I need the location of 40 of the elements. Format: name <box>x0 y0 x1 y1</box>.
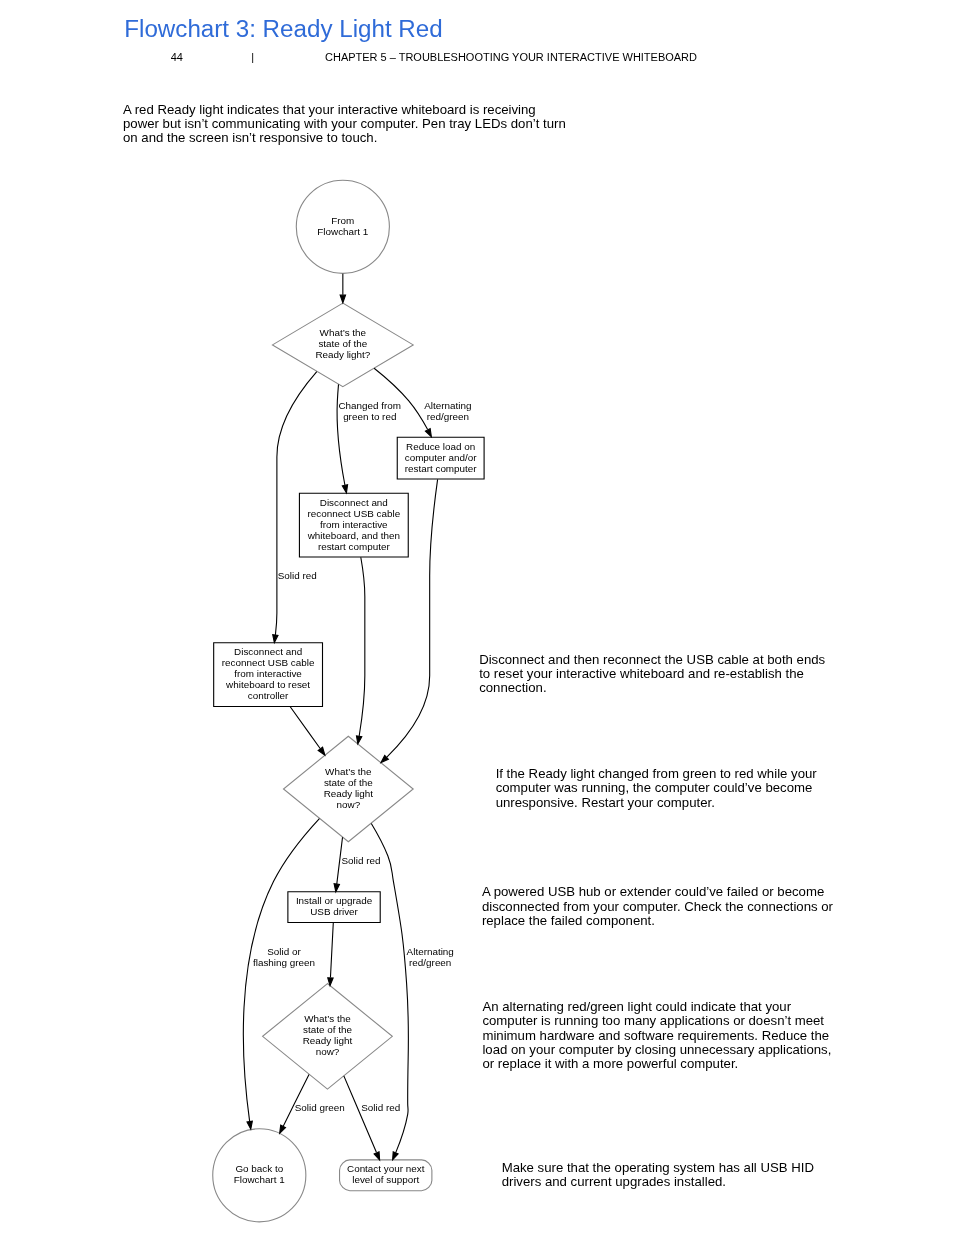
arrow <box>326 922 334 988</box>
arrow <box>271 371 317 645</box>
node-box: Disconnect and reconnect USB cable from interactive whiteboard to reset controller <box>212 642 323 708</box>
node-box: Reduce load on computer and/or restart computer <box>396 436 485 480</box>
node-box: Contact your next level of support <box>338 1159 432 1192</box>
label: A red Ready light indicates that your interactive whiteboard is receiving power but isn’t communicating with your computer. Pen tray LEDs don’t turn on and the screen isn’t responsive to touch. <box>122 101 566 146</box>
arrow <box>370 823 409 1162</box>
label: 44 <box>170 51 183 64</box>
node-box: Disconnect and reconnect USB cable from interactive whiteboard, and then restart computer <box>298 492 409 558</box>
edge-label: Solid red <box>360 1102 400 1114</box>
arrow <box>289 706 326 757</box>
arrow <box>338 273 346 305</box>
edge-label: Solid red <box>277 570 317 582</box>
label: Make sure that the operating system has all USB HID drivers and current upgrades installed. <box>501 1159 814 1189</box>
label: Disconnect and then reconnect the USB cable at both ends to reset your interactive whiteboard and re-establish the connection. <box>478 651 825 696</box>
arrow <box>242 817 320 1131</box>
node-circle: Go back to Flowchart 1 <box>211 1128 306 1223</box>
label: An alternating red/green light could indicate that your computer is running too many applications or doesn’t meet minimum hardware and software requirements. Reduce the load on your computer by closing unnecessary applications, or replace it with a more powerful computer. <box>481 999 831 1072</box>
label: | <box>250 51 254 64</box>
node-diamond: What’s the state of the Ready light now? <box>261 982 393 1090</box>
arrow <box>336 383 348 495</box>
label: If the Ready light changed from green to red while your computer was running, the computer could’ve become unresponsive. Restart your computer. <box>495 766 817 810</box>
label: CHAPTER 5 – TROUBLESHOOTING YOUR INTERACTIVE WHITEBOARD <box>324 51 697 64</box>
edge-label: Solid or flashing green <box>252 946 315 969</box>
node-diamond: What’s the state of the Ready light? <box>270 302 414 388</box>
label: A powered USB hub or extender could’ve failed or become disconnected from your computer. Check the connections or replace the failed component. <box>481 884 833 928</box>
diagram-title: Flowchart 3: Ready Light Red <box>123 14 443 42</box>
node-box: Install or upgrade USB driver <box>286 891 381 924</box>
arrow <box>278 1073 310 1135</box>
edge-label: Changed from green to red <box>337 399 401 422</box>
edge-label: Alternating red/green <box>423 399 471 422</box>
edge-label: Solid green <box>294 1102 345 1114</box>
edge-label: Alternating red/green <box>406 946 454 969</box>
arrow <box>332 836 343 894</box>
edge-label: Solid red <box>340 854 380 866</box>
arrow <box>379 478 438 764</box>
arrow <box>355 556 365 746</box>
arrow <box>342 1075 380 1162</box>
arrow <box>373 367 432 439</box>
node-circle: From Flowchart 1 <box>295 179 390 274</box>
